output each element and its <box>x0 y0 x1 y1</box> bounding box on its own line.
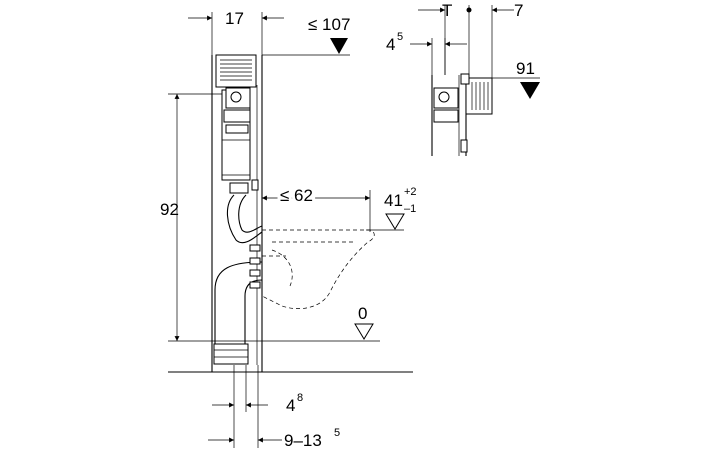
dimension-floor-level: 0 <box>354 304 374 340</box>
seat-tol-minus: –1 <box>404 203 416 215</box>
detail-height-label: 91 <box>516 59 535 78</box>
wc-bowl-outline <box>261 229 375 309</box>
frame-depth-label: 17 <box>225 9 244 28</box>
actuator-hatch <box>220 59 252 81</box>
seat-level-icon <box>385 213 405 230</box>
detail-offset-label: 4 <box>386 35 395 54</box>
detail-level-icon <box>520 82 540 99</box>
detail-side-label: 7 <box>514 1 523 20</box>
dimension-bowl-projection: ≤ 62 <box>262 183 371 232</box>
dimension-wall-range: 9–13 5 <box>208 365 340 450</box>
dimension-max-height: ≤ 107 <box>262 15 350 56</box>
thickness-symbol: T <box>442 1 452 20</box>
bowl-projection-label: ≤ 62 <box>280 186 313 205</box>
dimension-detail-top: T 7 <box>418 1 523 78</box>
pipe-offset-label: 4 <box>286 396 295 415</box>
dimension-frame-depth: 17 <box>188 9 284 55</box>
total-height-label: 92 <box>160 200 179 219</box>
seat-tol-plus: +2 <box>404 186 417 198</box>
waste-socket <box>213 343 249 365</box>
wall-range-sup: 5 <box>334 427 340 439</box>
dimension-detail-offset: 4 5 <box>386 31 467 75</box>
main-elevation <box>168 54 413 373</box>
level-triangle-icon <box>330 38 348 54</box>
dimension-pipe-offset: 4 8 <box>212 365 303 415</box>
detail-view <box>431 73 493 156</box>
dimension-detail-height: 91 <box>492 59 540 99</box>
seat-height-label: 41 <box>384 191 403 210</box>
pipe-offset-sup: 8 <box>297 392 303 404</box>
water-connection-icon <box>230 91 242 103</box>
dimension-total-height: 92 <box>160 93 222 341</box>
wall-range-label: 9–13 <box>284 431 322 450</box>
floor-level-icon <box>354 323 374 340</box>
flush-pipe <box>226 194 263 244</box>
detail-offset-sup: 5 <box>397 31 403 43</box>
floor-level-label: 0 <box>358 304 367 323</box>
max-height-label: ≤ 107 <box>308 15 350 34</box>
reference-point-icon <box>466 7 472 13</box>
dimension-seat-height: 41 +2 –1 <box>384 186 417 230</box>
